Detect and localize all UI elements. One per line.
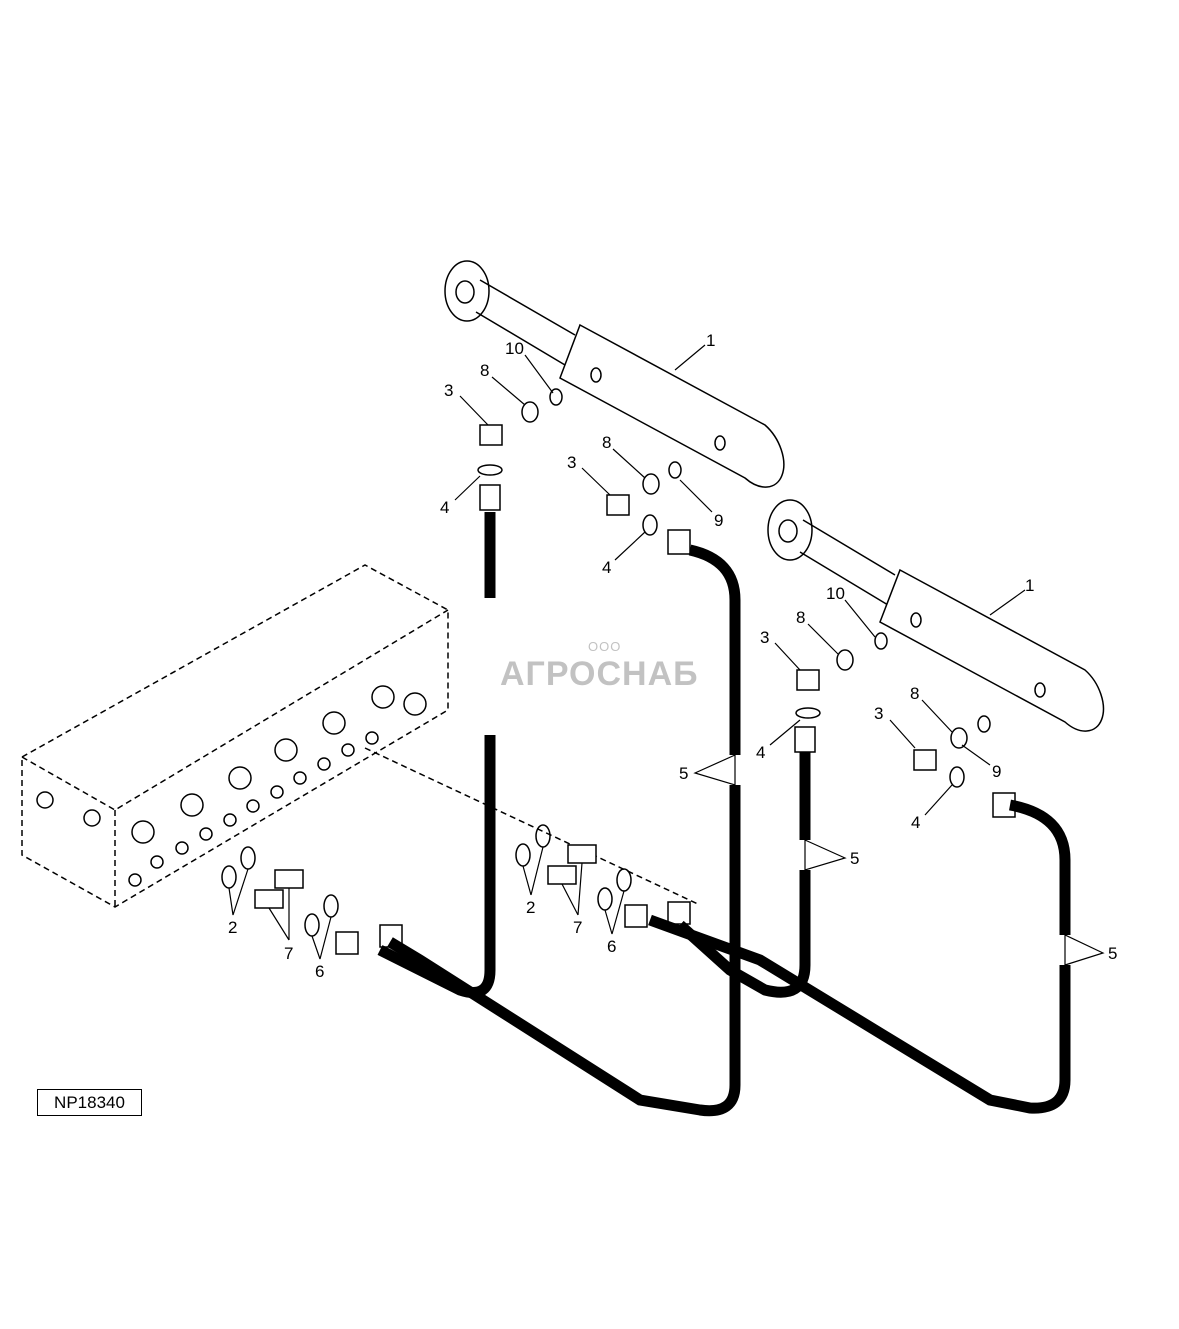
callout-8: 8 — [602, 433, 611, 452]
callout-6: 6 — [315, 962, 324, 981]
watermark-prefix: ООО — [588, 639, 622, 654]
callout-7: 7 — [573, 918, 582, 937]
callout-3: 3 — [567, 453, 576, 472]
callout-8: 8 — [796, 608, 805, 627]
hydraulic-cylinder-1 — [444, 260, 785, 488]
callout-3: 3 — [874, 704, 883, 723]
callout-3: 3 — [444, 381, 453, 400]
callout-5: 5 — [850, 849, 859, 868]
callout-1: 1 — [706, 331, 715, 350]
callout-7: 7 — [284, 944, 293, 963]
callout-6: 6 — [607, 937, 616, 956]
callout-4: 4 — [756, 743, 765, 762]
callout-1: 1 — [1025, 576, 1034, 595]
callout-4: 4 — [911, 813, 920, 832]
leader-lines — [228, 344, 1105, 966]
callout-8: 8 — [910, 684, 919, 703]
callout-2: 2 — [526, 898, 535, 917]
watermark-name: АГРОСНАБ — [500, 655, 699, 693]
watermark-logo: ООО АГРОСНАБ — [500, 639, 699, 694]
callout-4: 4 — [440, 498, 449, 517]
callout-4: 4 — [602, 558, 611, 577]
callout-10: 10 — [505, 339, 524, 358]
hoses — [377, 512, 1071, 1117]
callout-9: 9 — [992, 762, 1001, 781]
hydraulic-cylinder-2 — [767, 499, 1105, 732]
valve-block — [21, 564, 701, 908]
figure-id-label: NP18340 — [37, 1089, 142, 1116]
callout-8: 8 — [480, 361, 489, 380]
callout-3: 3 — [760, 628, 769, 647]
callout-5: 5 — [679, 764, 688, 783]
callout-2: 2 — [228, 918, 237, 937]
callout-10: 10 — [826, 584, 845, 603]
callout-9: 9 — [714, 511, 723, 530]
callout-5: 5 — [1108, 944, 1117, 963]
